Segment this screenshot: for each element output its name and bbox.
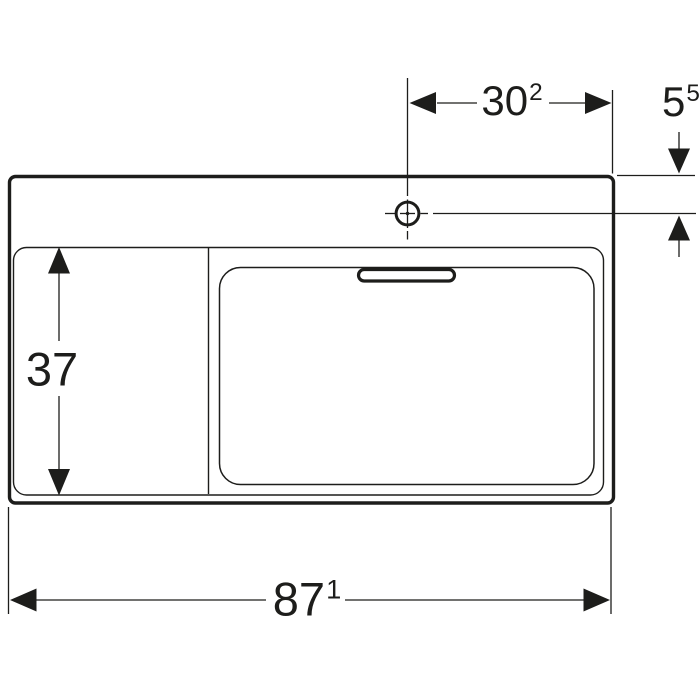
footnote-marker: 5 [686,79,700,107]
dimension-value: 37 [25,342,79,396]
arrow-left-icon [10,588,37,612]
arrow-right-icon [585,92,612,114]
arrow-down-icon [668,148,690,174]
dimension-right-5 [617,132,695,257]
dimension-label-right: 55 [662,81,700,123]
arrow-up-icon [668,215,690,241]
dimension-value: 30 [481,77,529,124]
dimension-top-30 [409,90,614,174]
footnote-marker: 1 [326,573,342,605]
washbasin-outer-edge [7,174,616,505]
dimension-label-top: 302 [481,80,542,122]
arrow-up-icon [48,247,70,274]
dimension-label-bottom: 871 [272,572,342,626]
dimension-left-37 [48,247,70,496]
dimension-value: 5 [662,78,686,125]
basin-bowl-edge [218,266,595,486]
dimension-bottom-87 [7,507,612,614]
arrow-down-icon [48,469,70,496]
dimension-label-left: 37 [26,346,78,393]
footnote-marker: 2 [529,78,543,106]
washbasin-deck-edge [12,246,605,496]
dimension-value: 87 [272,572,326,626]
overflow-slot [356,267,457,283]
faucet-hole-icon [385,78,696,240]
arrow-left-icon [409,92,436,114]
arrow-right-icon [583,588,610,612]
